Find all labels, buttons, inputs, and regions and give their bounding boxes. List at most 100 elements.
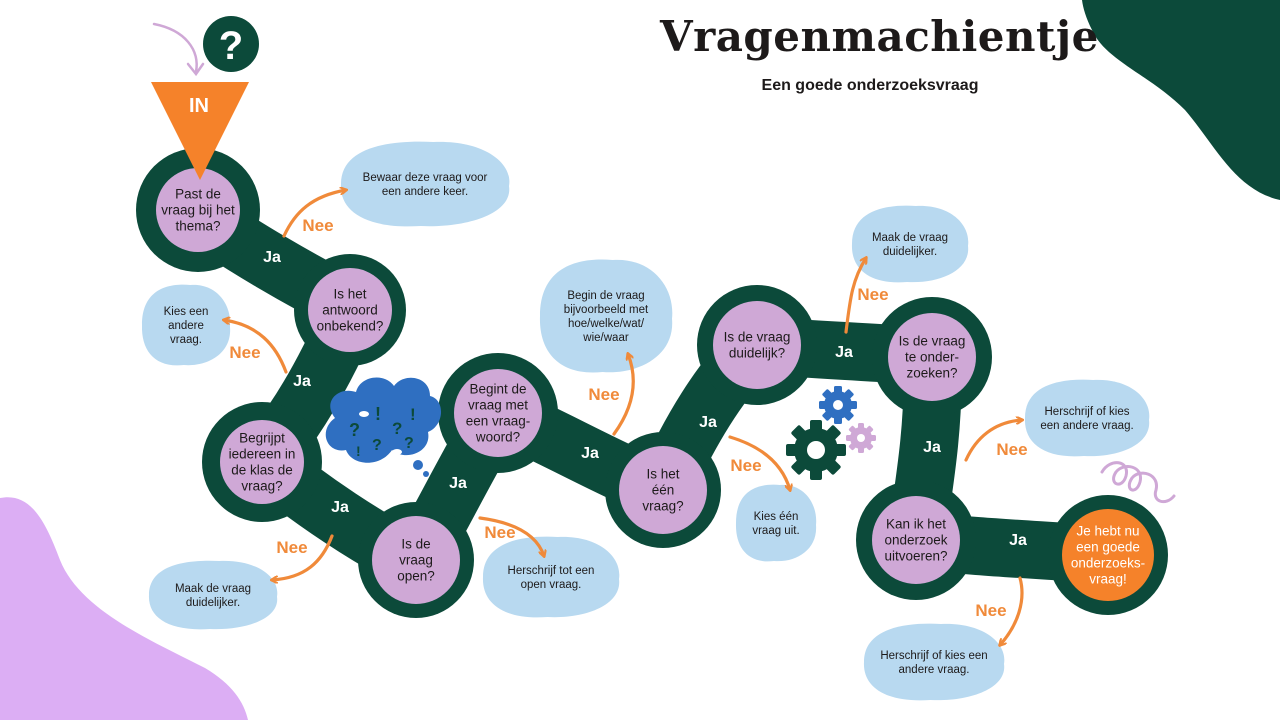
svg-text:?: ? (349, 420, 360, 440)
ja-label: Ja (581, 445, 599, 462)
ja-label: Ja (293, 373, 311, 390)
thought-cloud-icon: ? ! ? ? ? ! ! (325, 377, 442, 477)
advice-shape (1024, 379, 1150, 457)
nee-label: Nee (730, 456, 761, 475)
advice-shape (482, 536, 620, 618)
question-mark-icon: ? (203, 16, 259, 72)
advice-shape (851, 205, 969, 283)
advice-shape (141, 284, 231, 366)
node-disc (872, 496, 960, 584)
nee-label: Nee (588, 385, 619, 404)
ja-label: Ja (263, 249, 281, 266)
node-disc (220, 420, 304, 504)
nee-arrows (224, 190, 1022, 645)
nee-label: Nee (975, 601, 1006, 620)
svg-text:!: ! (410, 405, 416, 424)
nee-label: Nee (276, 538, 307, 557)
gear-icon-purple (846, 423, 876, 453)
svg-text:?: ? (404, 435, 414, 452)
nee-label: Nee (302, 216, 333, 235)
ja-label: Ja (1009, 532, 1027, 549)
ja-label: Ja (449, 475, 467, 492)
node-disc (156, 168, 240, 252)
advice-shape (340, 141, 510, 227)
svg-text:!: ! (375, 404, 381, 424)
gear-icon (786, 420, 846, 480)
nee-label: Nee (484, 523, 515, 542)
svg-text:!: ! (356, 443, 361, 459)
ja-label: Ja (699, 414, 717, 431)
node-disc (454, 369, 542, 457)
node-disc (619, 446, 707, 534)
gear-icon-blue (819, 386, 857, 424)
nee-arrow (844, 258, 866, 334)
nee-label: Nee (857, 285, 888, 304)
corner-blob-purple (0, 497, 248, 720)
page-subtitle: Een goede onderzoeksvraag (761, 77, 979, 94)
node-disc (888, 313, 976, 401)
svg-text:?: ? (219, 24, 243, 68)
entry-funnel: IN (151, 82, 249, 180)
advice-shape (863, 623, 1005, 701)
nee-arrow (282, 190, 346, 238)
node-disc (1062, 509, 1154, 601)
node-disc (308, 268, 392, 352)
nee-arrow (612, 354, 635, 436)
page-title: Vragenmachientje (660, 12, 1099, 61)
node-disc (372, 516, 460, 604)
advice-shape (735, 484, 817, 562)
corner-blob-green (1082, 0, 1280, 200)
nee-arrow (728, 435, 790, 490)
svg-text:?: ? (372, 437, 382, 454)
advice-shape (148, 560, 278, 630)
nee-label: Nee (229, 343, 260, 362)
entry-curve-arrow (152, 22, 198, 74)
nee-arrow (478, 516, 544, 556)
ja-label: Ja (331, 499, 349, 516)
entry-curve-arrowhead (186, 62, 205, 77)
ja-label: Ja (923, 439, 941, 456)
svg-text:?: ? (392, 419, 402, 438)
nee-arrow (1000, 576, 1024, 645)
